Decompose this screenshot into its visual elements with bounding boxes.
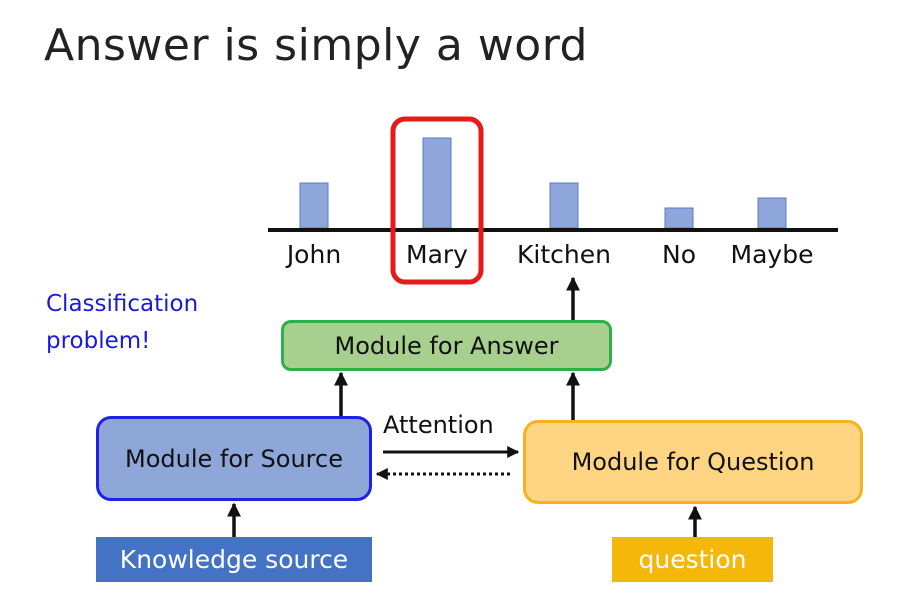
bar-john — [299, 182, 329, 229]
slide-title: Answer is simply a word — [44, 20, 588, 71]
attention-label: Attention — [383, 411, 494, 439]
classification-note: Classification problem! — [46, 291, 199, 354]
bar-label-john: John — [286, 240, 342, 269]
bar-label-no: No — [662, 240, 696, 269]
knowledge-source-input: Knowledge source — [96, 537, 372, 582]
bar-maybe — [757, 197, 787, 229]
bar-label-kitchen: Kitchen — [517, 240, 611, 269]
module-for-source: Module for Source — [96, 416, 372, 501]
module-for-question: Module for Question — [523, 420, 863, 504]
highlight-box — [390, 116, 484, 285]
bar-label-maybe: Maybe — [730, 240, 814, 269]
question-input: question — [612, 537, 773, 582]
bar-chart-bars — [299, 137, 787, 229]
module-for-answer: Module for Answer — [281, 320, 612, 371]
bar-label-mary: Mary — [406, 240, 468, 269]
